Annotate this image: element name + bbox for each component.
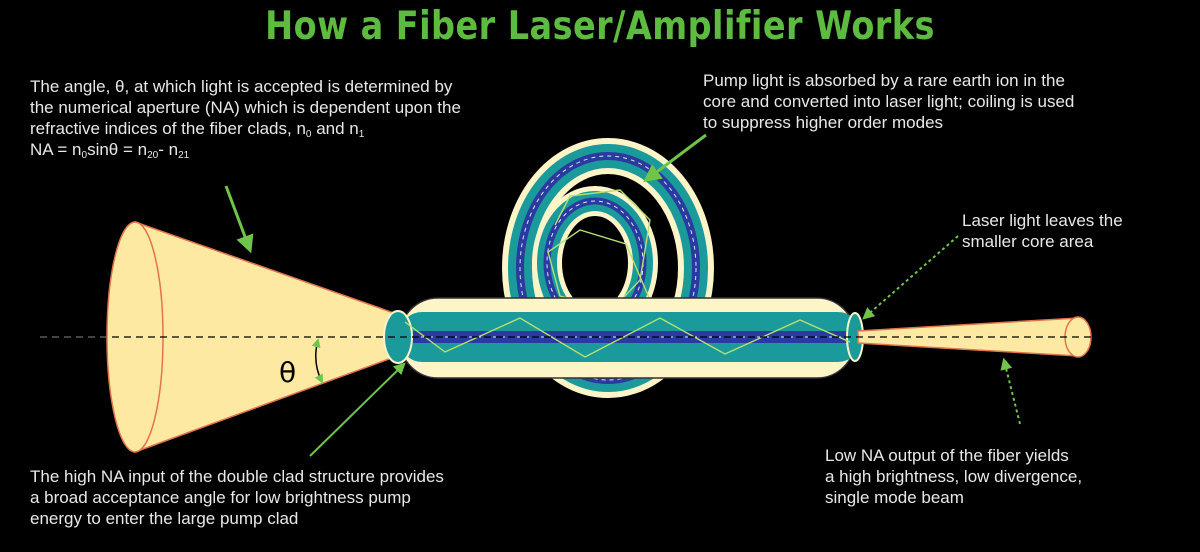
note-line: a broad acceptance angle for low brightn… [30,488,411,507]
pump-light-arrow [643,133,707,183]
na-formula: NA = n0sinθ = n20- n21 [30,140,190,161]
note-line: The high NA input of the double clad str… [30,467,444,486]
note-line: smaller core area [962,232,1094,251]
note-line: to suppress higher order modes [703,113,944,132]
laser-output-arrow [862,235,959,320]
note-line: refractive indices of the fiber clads, n… [30,119,365,140]
acceptance-angle-arrow [224,185,254,254]
pump-light-note: Pump light is absorbed by a rare earth i… [703,70,1074,133]
note-line: Pump light is absorbed by a rare earth i… [703,71,1065,90]
note-line: Laser light leaves the [962,211,1123,230]
page-title: How a Fiber Laser/Amplifier Works [265,4,935,49]
note-line: the numerical aperture (NA) which is dep… [30,98,461,117]
low-na-output-arrow [1000,357,1021,425]
note-line: The angle, θ, at which light is accepted… [30,77,453,96]
note-line: single mode beam [825,488,964,507]
high-na-input-arrow [309,362,406,457]
note-line: Low NA output of the fiber yields [825,446,1069,465]
theta-arc [311,338,323,384]
laser-output-note: Laser light leaves the smaller core area [962,210,1123,252]
high-na-input-note: The high NA input of the double clad str… [30,466,444,529]
straight-fiber [383,297,864,379]
note-line: energy to enter the large pump clad [30,509,299,528]
acceptance-angle-note: The angle, θ, at which light is accepted… [30,76,461,161]
theta-label: θ [279,356,297,389]
low-na-output-note: Low NA output of the fiber yields a high… [825,445,1082,508]
note-line: a high brightness, low divergence, [825,467,1083,486]
note-line: core and converted into laser light; coi… [703,92,1075,111]
